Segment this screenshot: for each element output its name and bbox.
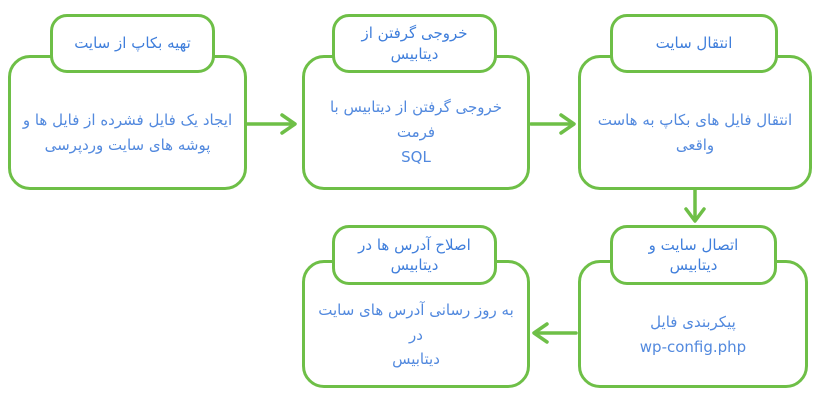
node-backup-body: ایجاد یک فایل فشرده از فایل ها و پوشه ها… bbox=[22, 110, 233, 154]
node-connect-header: اتصال سایت و دیتابیس bbox=[648, 235, 739, 274]
node-backup-header: تهیه بکاپ از سایت bbox=[74, 34, 191, 53]
node-export-db-panel: خروجی گرفتن از دیتابیس با فرمت SQL bbox=[302, 55, 530, 190]
flow-node-transfer: انتقال فایل های بکاپ به هاست واقعی انتقا… bbox=[578, 14, 812, 190]
flow-node-fix-urls: به روز رسانی آدرس های سایت در دیتابیس اص… bbox=[302, 225, 530, 388]
flow-node-connect: پیکربندی فایل wp-config.php اتصال سایت و… bbox=[578, 225, 808, 388]
arrow-right-icon bbox=[245, 113, 297, 135]
node-fix-urls-header-tab: اصلاح آدرس ها در دیتابیس bbox=[332, 225, 497, 285]
node-export-db-header-tab: خروجی گرفتن از دیتابیس bbox=[332, 14, 497, 73]
flow-node-export-db: خروجی گرفتن از دیتابیس با فرمت SQL خروجی… bbox=[302, 14, 530, 190]
arrow-right-icon bbox=[529, 113, 576, 135]
node-connect-header-tab: اتصال سایت و دیتابیس bbox=[610, 225, 777, 285]
node-fix-urls-header: اصلاح آدرس ها در دیتابیس bbox=[358, 235, 471, 274]
node-transfer-panel: انتقال فایل های بکاپ به هاست واقعی bbox=[578, 55, 812, 190]
flow-node-backup: ایجاد یک فایل فشرده از فایل ها و پوشه ها… bbox=[8, 14, 247, 190]
node-export-db-header: خروجی گرفتن از دیتابیس bbox=[361, 24, 468, 63]
node-transfer-header-tab: انتقال سایت bbox=[610, 14, 778, 73]
node-backup-header-tab: تهیه بکاپ از سایت bbox=[50, 14, 215, 73]
node-transfer-header: انتقال سایت bbox=[655, 34, 733, 53]
node-fix-urls-body: به روز رسانی آدرس های سایت در دیتابیس bbox=[318, 300, 514, 369]
arrow-left-icon bbox=[532, 322, 578, 344]
node-transfer-body: انتقال فایل های بکاپ به هاست واقعی bbox=[597, 110, 793, 154]
arrow-down-icon bbox=[684, 188, 706, 223]
node-backup-panel: ایجاد یک فایل فشرده از فایل ها و پوشه ها… bbox=[8, 55, 247, 190]
node-export-db-body: خروجی گرفتن از دیتابیس با فرمت SQL bbox=[329, 98, 503, 166]
node-connect-body: پیکربندی فایل wp-config.php bbox=[639, 313, 747, 356]
